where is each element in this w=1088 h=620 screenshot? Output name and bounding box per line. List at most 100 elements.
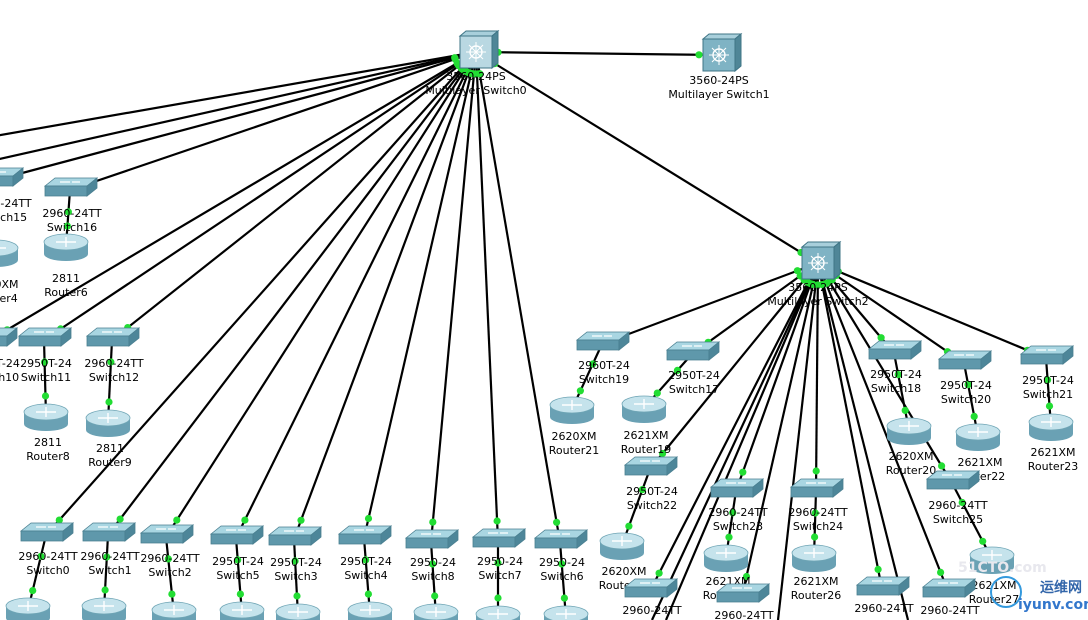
link-msw2-sw26[interactable]	[649, 262, 819, 592]
link-msw2-offscreen[interactable]	[651, 262, 819, 620]
link-sw6-r12[interactable]	[558, 541, 568, 619]
link-msw0-sw8[interactable]	[429, 51, 478, 543]
link-msw2-offscreen[interactable]	[816, 262, 910, 620]
port-indicator	[364, 514, 373, 523]
link-msw2-sw17[interactable]	[691, 262, 819, 355]
device-r2[interactable]	[151, 601, 197, 620]
device-r0[interactable]	[5, 597, 51, 620]
device-sw26[interactable]: 2960-24TT	[622, 578, 682, 617]
device-r12[interactable]	[543, 605, 589, 620]
link-sw12-r9[interactable]	[106, 339, 114, 423]
switch-side	[86, 177, 98, 197]
link-msw0-sw2[interactable]	[165, 51, 477, 538]
link-msw0-sw5[interactable]	[235, 51, 477, 539]
device-sw27[interactable]: 2960-24TT	[714, 583, 774, 620]
link-msw0-offscreen[interactable]	[0, 50, 477, 137]
link-msw0-msw2[interactable]	[475, 51, 819, 264]
link-msw2-sw24[interactable]	[814, 262, 820, 492]
device-r11[interactable]	[475, 605, 521, 620]
link-msw0-sw7[interactable]	[474, 51, 500, 542]
link-sw0-r0[interactable]	[26, 534, 48, 611]
device-r10[interactable]	[413, 603, 459, 620]
device-model-label: 2960-24TT	[80, 550, 139, 563]
link-sw4-r7[interactable]	[362, 537, 372, 615]
link-msw2-sw28[interactable]	[816, 262, 884, 590]
link-msw0-sw4[interactable]	[362, 51, 478, 539]
link-msw0-msw1[interactable]	[475, 50, 720, 57]
link-msw0-sw12[interactable]	[111, 51, 477, 341]
link-msw2-sw19[interactable]	[601, 261, 819, 346]
link-msw0-sw1[interactable]	[107, 51, 477, 536]
device-sw28[interactable]: 2960-24TT	[854, 576, 914, 615]
link-sw18-r20[interactable]	[892, 352, 911, 431]
link-sw1-r1[interactable]	[102, 534, 110, 611]
link-msw0-sw11[interactable]	[43, 51, 477, 341]
link-msw0-sw3[interactable]	[292, 51, 478, 540]
device-sw10[interactable]: 2950T-24Switch10	[0, 327, 20, 384]
device-sw15[interactable]: 2960-24TTSwitch15	[0, 167, 32, 224]
link-sw2-r2[interactable]	[164, 536, 176, 615]
device-r3[interactable]	[219, 601, 265, 620]
link-msw0-offscreen[interactable]	[0, 50, 477, 161]
link-msw2-sw27[interactable]	[740, 262, 820, 597]
link-msw0-sw6[interactable]	[474, 51, 562, 543]
device-r4[interactable]: 2620XMRouter4	[0, 239, 19, 305]
link-msw2-sw29[interactable]	[816, 262, 950, 592]
link-msw0-sw10[interactable]	[0, 51, 477, 340]
device-r1[interactable]	[81, 597, 127, 620]
link-sw22-r24[interactable]	[620, 468, 652, 546]
link-msw2-offscreen[interactable]	[664, 262, 820, 620]
device-r5[interactable]	[275, 603, 321, 620]
link-sw11-r8[interactable]	[42, 339, 48, 417]
link-msw2-sw23[interactable]	[734, 262, 820, 492]
link-msw0-sw16[interactable]	[69, 50, 477, 192]
link-sw3-r5[interactable]	[292, 538, 300, 617]
link-msw0-sw15[interactable]	[0, 50, 477, 181]
device-r7[interactable]	[347, 601, 393, 620]
link-sw25-r27[interactable]	[951, 482, 993, 560]
link-msw0-sw0[interactable]	[45, 51, 477, 536]
device-sw29[interactable]: 2960-24TT	[920, 578, 980, 617]
link-msw2-sw25[interactable]	[817, 262, 953, 484]
link-sw5-r3[interactable]	[234, 537, 244, 615]
link-msw2-sw22[interactable]	[649, 262, 819, 470]
port-indicator	[638, 486, 647, 494]
link-msw2-offscreen[interactable]	[776, 262, 820, 620]
link-msw2-sw21[interactable]	[817, 261, 1047, 360]
link-msw2-sw20[interactable]	[817, 262, 965, 364]
